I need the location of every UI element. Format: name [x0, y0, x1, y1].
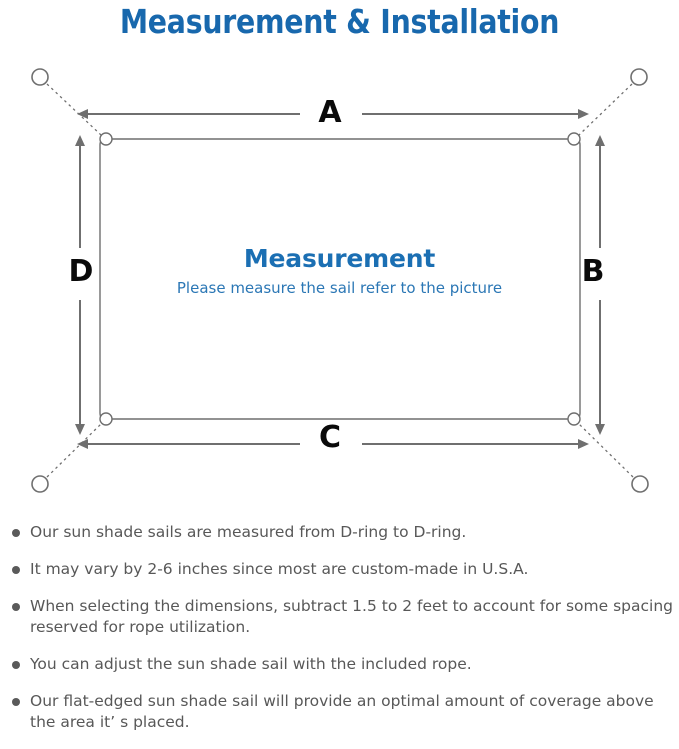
d-ring-top-left-icon	[99, 132, 113, 146]
bullet-icon	[12, 603, 20, 611]
measurement-diagram: A C D B Measurement Please measure the s…	[0, 48, 679, 513]
list-item: It may vary by 2-6 inches since most are…	[0, 559, 679, 580]
diagram-center-subtext: Please measure the sail refer to the pic…	[176, 279, 503, 297]
note-text: You can adjust the sun shade sail with t…	[30, 655, 472, 673]
note-text: Our flat-edged sun shade sail will provi…	[30, 692, 654, 731]
d-ring-bottom-left-icon	[99, 412, 113, 426]
rope-top-left	[46, 83, 102, 136]
dimension-label-b: B	[581, 254, 605, 289]
anchor-bottom-right-icon	[631, 475, 649, 493]
list-item: Our sun shade sails are measured from D-…	[0, 522, 679, 543]
list-item: When selecting the dimensions, subtract …	[0, 596, 679, 638]
rope-bottom-left	[46, 423, 102, 478]
bullet-icon	[12, 566, 20, 574]
note-text: Our sun shade sails are measured from D-…	[30, 523, 467, 541]
rope-bottom-right	[578, 423, 634, 478]
dimension-label-c: C	[318, 420, 342, 455]
page-title: Measurement & Installation	[119, 2, 560, 41]
d-ring-bottom-right-icon	[567, 412, 581, 426]
dimension-label-d: D	[68, 254, 94, 289]
note-text: When selecting the dimensions, subtract …	[30, 597, 674, 636]
d-ring-top-right-icon	[567, 132, 581, 146]
note-text: It may vary by 2-6 inches since most are…	[30, 560, 529, 578]
bullet-icon	[12, 698, 20, 706]
dimension-label-a: A	[318, 95, 342, 130]
bullet-icon	[12, 529, 20, 537]
list-item: You can adjust the sun shade sail with t…	[0, 654, 679, 675]
anchor-circles	[31, 68, 649, 493]
bullet-icon	[12, 661, 20, 669]
rope-lines	[46, 83, 634, 478]
d-rings	[99, 132, 581, 426]
rope-top-right	[578, 83, 633, 136]
notes-list: Our sun shade sails are measured from D-…	[0, 522, 679, 749]
anchor-top-left-icon	[31, 68, 49, 86]
list-item: Our flat-edged sun shade sail will provi…	[0, 691, 679, 733]
anchor-bottom-left-icon	[31, 475, 49, 493]
anchor-top-right-icon	[630, 68, 648, 86]
diagram-center-heading: Measurement	[243, 244, 436, 273]
